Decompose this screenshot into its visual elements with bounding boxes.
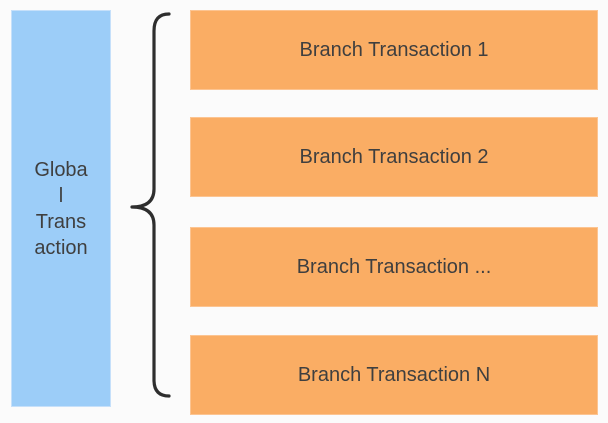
global-transaction-label-line: action (34, 236, 88, 259)
branch-transaction-box-ellipsis: Branch Transaction ... (190, 227, 598, 307)
branch-transaction-box-n: Branch Transaction N (190, 335, 598, 415)
branch-transaction-label: Branch Transaction 1 (299, 38, 489, 61)
branch-transaction-label: Branch Transaction N (297, 363, 491, 386)
global-transaction-label-line: Globa (34, 158, 88, 181)
branch-transaction-label: Branch Transaction 2 (299, 145, 489, 168)
global-transaction-box: Globa l Trans action (11, 10, 111, 407)
branch-transaction-box-1: Branch Transaction 1 (190, 10, 598, 90)
curly-brace-icon (125, 5, 180, 405)
branch-transaction-label: Branch Transaction ... (296, 255, 492, 278)
branch-transaction-box-2: Branch Transaction 2 (190, 117, 598, 197)
global-transaction-label-line: Trans (35, 210, 87, 233)
global-transaction-label-line: l (58, 184, 64, 207)
